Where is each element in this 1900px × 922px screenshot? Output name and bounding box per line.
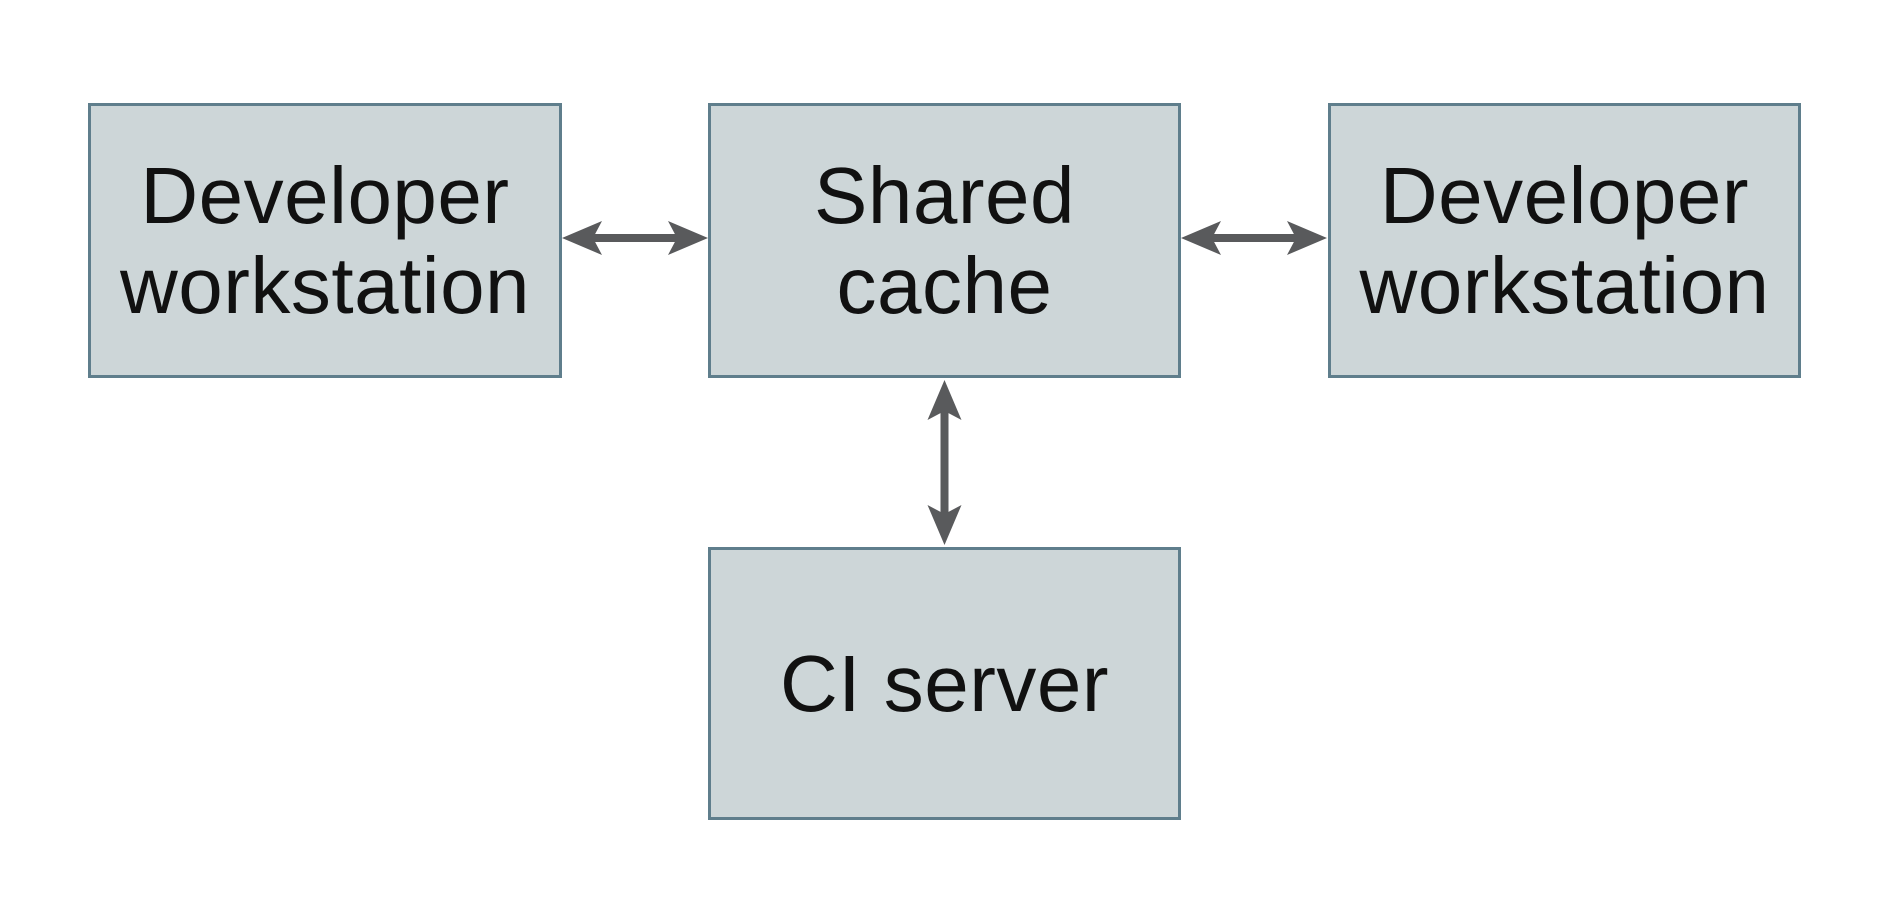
node-label: Shared cache [814, 150, 1075, 330]
arrow-head-left [562, 221, 602, 255]
arrow-head-right [668, 221, 708, 255]
node-label: Developer workstation [119, 150, 531, 330]
arrow-head-right [1287, 221, 1327, 255]
arrow-head-bottom [927, 505, 962, 545]
node-developer-workstation-left: Developer workstation [88, 103, 562, 378]
bidirectional-arrow-cache-devright-icon [1181, 221, 1327, 255]
node-ci-server: CI server [708, 547, 1181, 820]
node-developer-workstation-right: Developer workstation [1328, 103, 1801, 378]
arrow-head-top [927, 380, 962, 420]
node-label: Developer workstation [1359, 150, 1770, 330]
node-shared-cache: Shared cache [708, 103, 1181, 378]
arrow-head-left [1181, 221, 1221, 255]
bidirectional-arrow-devleft-cache-icon [562, 221, 708, 255]
bidirectional-arrow-cache-ciserver-icon [927, 380, 962, 545]
node-label: CI server [780, 638, 1109, 728]
